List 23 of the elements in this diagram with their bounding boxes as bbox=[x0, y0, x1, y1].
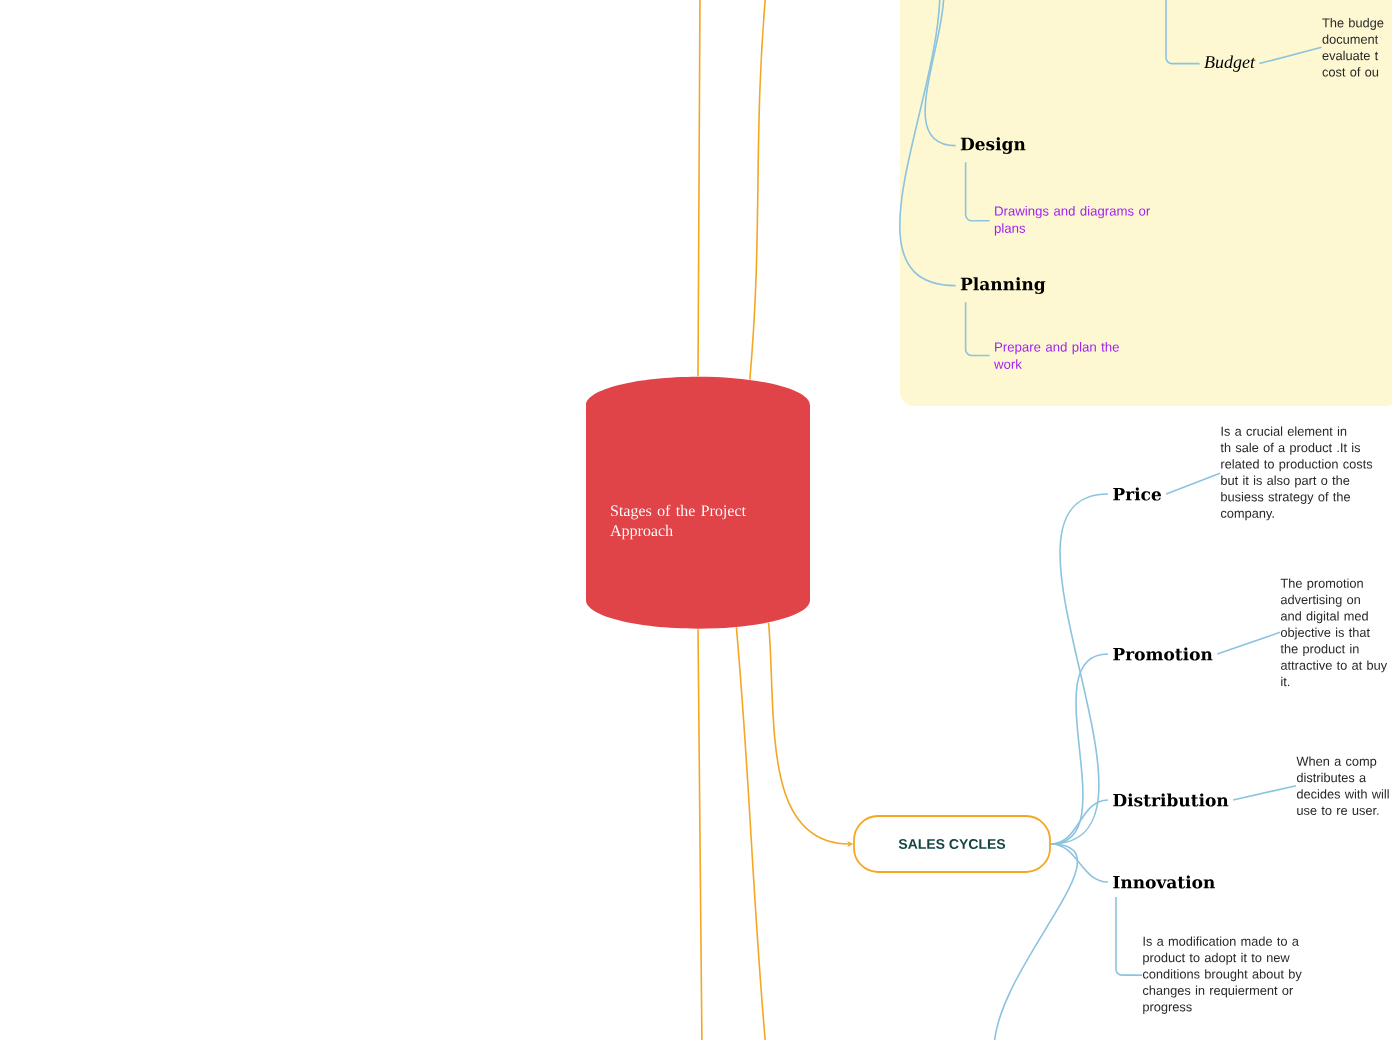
branch-heading: Design bbox=[960, 137, 1026, 154]
connector-line bbox=[749, 0, 767, 381]
connector-line bbox=[1165, 472, 1221, 495]
branch-heading: Budget bbox=[1204, 55, 1256, 72]
connector-line bbox=[1165, 0, 1201, 65]
central-cylinder: Stages of the Project Approach bbox=[586, 376, 810, 629]
branch-heading: Promotion bbox=[1113, 647, 1213, 661]
connector-line bbox=[899, 0, 957, 287]
connector-line bbox=[993, 843, 1079, 1040]
branch-heading: Distribution bbox=[1113, 793, 1229, 807]
connector-line bbox=[924, 0, 957, 147]
connector-line bbox=[697, 628, 703, 1040]
connector-line bbox=[1258, 46, 1323, 65]
connector-line bbox=[697, 0, 701, 378]
connector-line bbox=[735, 626, 767, 1040]
connector-line bbox=[1050, 843, 1109, 883]
connector-line bbox=[1232, 784, 1297, 801]
branch-heading: Innovation bbox=[1113, 875, 1215, 889]
connector-line bbox=[1050, 799, 1109, 845]
branch-heading: Price bbox=[1113, 487, 1161, 501]
panel-background bbox=[900, 0, 1392, 406]
branch-heading: Planning bbox=[960, 277, 1046, 294]
connector-line bbox=[1216, 631, 1281, 655]
